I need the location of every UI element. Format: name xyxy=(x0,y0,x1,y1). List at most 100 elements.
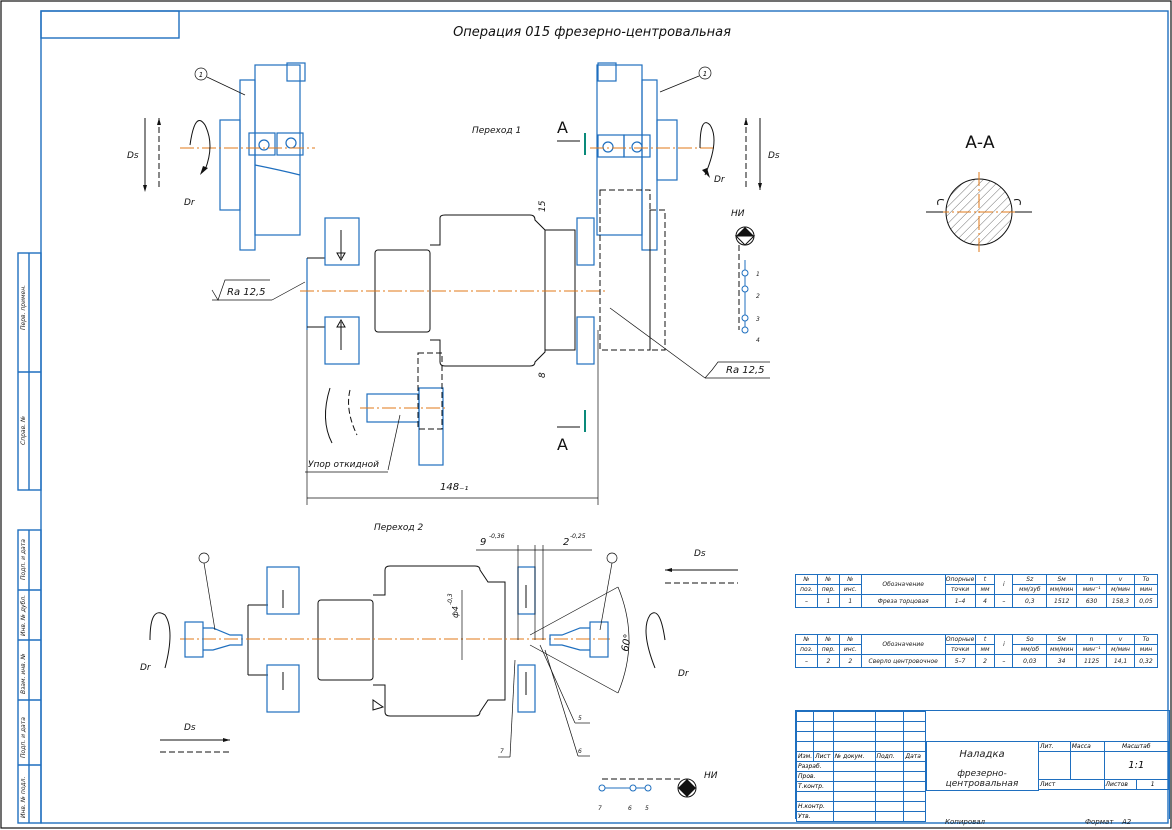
svg-text:Ra 12,5: Ra 12,5 xyxy=(227,287,266,298)
ni-label-1: НИ xyxy=(731,209,745,219)
section-label: А-А xyxy=(965,133,995,153)
clamp-right-upper xyxy=(576,217,595,266)
center-drill-right xyxy=(549,552,618,658)
origin-point-2-icon xyxy=(598,778,697,798)
svg-text:5: 5 xyxy=(578,715,582,722)
dim-2: 2 xyxy=(563,537,569,548)
dim-phi4: ф4 xyxy=(451,606,460,618)
section-mark-top: А xyxy=(557,118,586,155)
point-4: 4 xyxy=(756,337,760,344)
clamp-2-right-upper xyxy=(517,566,536,615)
folding-stop xyxy=(305,352,445,473)
origin-point-icon xyxy=(734,226,756,334)
dim-length-line xyxy=(306,330,599,505)
transition-2-label: Переход 2 xyxy=(374,523,423,533)
side-stamp-2: Справ. № xyxy=(20,416,27,445)
right-milling-cutter xyxy=(596,62,678,351)
title-block-signatures: Изм.Лист № докум.Подп.Дата Разраб. Пров.… xyxy=(795,711,926,822)
rotation-arrow-icon xyxy=(189,120,211,175)
leaders-5-6-7: 5 6 7 xyxy=(498,644,590,758)
signature-headers: Изм.Лист № докум.Подп.Дата xyxy=(795,751,926,762)
rotation-arrow-right-icon xyxy=(699,122,715,178)
dr-label-1: Dr xyxy=(184,198,196,208)
point-3: 3 xyxy=(756,316,760,323)
section-view xyxy=(926,172,1032,252)
scale-value: 1:1 xyxy=(1103,751,1170,780)
ds-label-3: Ds xyxy=(184,723,196,733)
clamp-2-lower xyxy=(266,664,300,713)
dim-9: 9 xyxy=(480,537,486,548)
role-tech-control: Т.контр. xyxy=(796,781,834,792)
side-stamp-6: Подп. и дата xyxy=(20,717,27,758)
clamp-upper xyxy=(324,217,360,266)
workpiece-2 xyxy=(247,565,506,717)
stop-label: Упор откидной xyxy=(308,460,379,470)
feed-arrows-right-icon xyxy=(744,118,762,190)
transition-1-label: Переход 1 xyxy=(472,126,521,136)
copied-label: Копировал xyxy=(945,818,985,826)
roughness-right: Ra 12,5 xyxy=(609,307,770,379)
side-stamps: Перв. примен. Справ. № Подп. и дата Инв.… xyxy=(17,252,42,824)
dr-label-4: Dr xyxy=(678,669,690,679)
format-label: Формат xyxy=(1085,818,1114,826)
dims-2: 9 -0,36 2 -0,25 ф4 -0,3 xyxy=(447,533,592,660)
ds-label-1: Ds xyxy=(127,151,139,161)
point-7: 7 xyxy=(598,805,602,812)
dim-length: 148₋₁ xyxy=(440,482,468,493)
dim-2-tol: -0,25 xyxy=(570,533,586,540)
side-stamp-1: Перв. примен. xyxy=(20,285,27,330)
side-stamp-4: Инв. № дубл. xyxy=(20,595,27,636)
side-stamp-3: Подп. и дата xyxy=(20,539,27,580)
clamp-2-right-lower xyxy=(517,664,536,713)
feed-arrows-2-icon xyxy=(160,568,738,753)
feed-arrows-icon xyxy=(143,118,161,192)
roughness-left: Ra 12,5 xyxy=(211,279,306,301)
title-block: Изм.Лист № докум.Подп.Дата Разраб. Пров.… xyxy=(795,710,1170,822)
svg-text:1: 1 xyxy=(199,71,203,79)
role-checker: Пров. xyxy=(796,771,834,782)
dim-15: 15 xyxy=(538,200,548,212)
ni-label-2: НИ xyxy=(704,771,718,781)
left-milling-cutter xyxy=(219,62,306,251)
svg-text:А: А xyxy=(557,435,568,454)
point-6: 6 xyxy=(628,805,632,812)
inner-frame xyxy=(40,10,1169,824)
svg-text:А: А xyxy=(557,118,568,137)
point-1: 1 xyxy=(756,271,760,278)
clamp-right-lower xyxy=(576,316,595,365)
clamp-lower xyxy=(324,316,360,365)
right-cutter-balloon: 1 xyxy=(659,66,712,93)
side-stamp-5: Взам. инв. № xyxy=(20,653,27,694)
role-developer: Разраб. xyxy=(796,761,834,772)
rotation-arrows-2-icon xyxy=(149,612,666,669)
ds-label-2: Ds xyxy=(768,151,780,161)
side-stamp-7: Инв. № подл. xyxy=(20,777,27,818)
format-value: А2 xyxy=(1122,818,1132,826)
dim-9-tol: -0,36 xyxy=(489,533,505,540)
point-5: 5 xyxy=(645,805,649,812)
svg-text:1: 1 xyxy=(703,70,707,78)
angle-60: 60° xyxy=(529,586,634,694)
operation-title: Операция 015 фрезерно-центровальная xyxy=(453,25,731,40)
ds-label-4: Ds xyxy=(694,549,706,559)
role-norm-control: Н.контр. xyxy=(796,801,834,812)
drawing-name-line1: Наладка xyxy=(959,749,1005,760)
dim-8: 8 xyxy=(538,372,548,378)
point-2: 2 xyxy=(756,293,760,300)
top-left-stamp xyxy=(40,10,180,39)
role-approver: Утв. xyxy=(796,811,834,822)
dr-label-3: Dr xyxy=(140,663,152,673)
dr-label-2: Dr xyxy=(714,175,726,185)
clamp-2-upper xyxy=(266,566,300,615)
drawing-name-line2: фрезерно-центровальная xyxy=(945,769,1019,789)
